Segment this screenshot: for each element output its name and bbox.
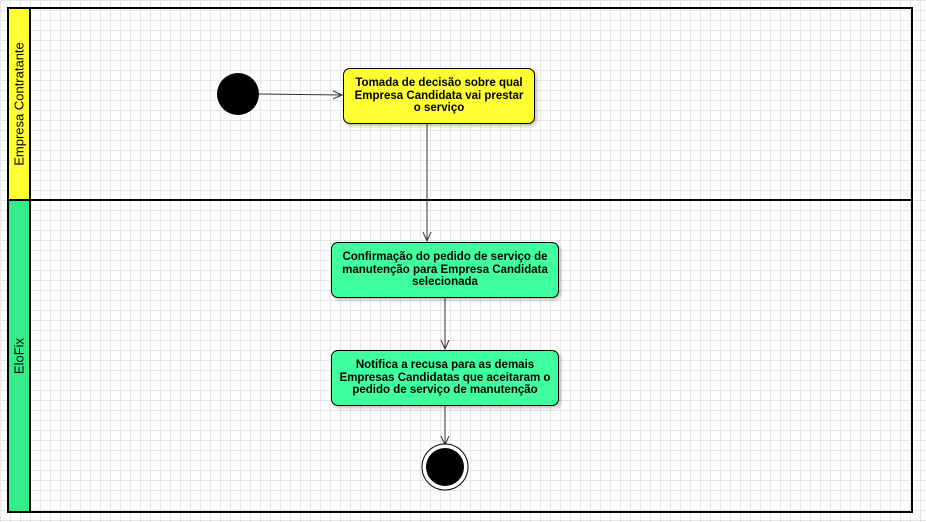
- swimlane-header: Empresa Contratante: [9, 9, 31, 199]
- activity-confirmation[interactable]: Confirmação do pedido de serviço de manu…: [331, 242, 559, 298]
- activity-notify-refusal[interactable]: Notifica a recusa para as demais Empresa…: [331, 350, 559, 406]
- activity-decision[interactable]: Tomada de decisão sobre qual Empresa Can…: [343, 68, 535, 124]
- activity-text: Notifica a recusa para as demais Empresa…: [339, 359, 551, 397]
- activity-text: Tomada de decisão sobre qual Empresa Can…: [354, 77, 524, 115]
- swimlane-label: Empresa Contratante: [11, 42, 27, 166]
- swimlane-elofix: EloFix: [7, 199, 913, 513]
- swimlane-label: EloFix: [11, 337, 27, 375]
- activity-text: Confirmação do pedido de serviço de manu…: [342, 251, 548, 289]
- swimlane-header: EloFix: [9, 201, 31, 511]
